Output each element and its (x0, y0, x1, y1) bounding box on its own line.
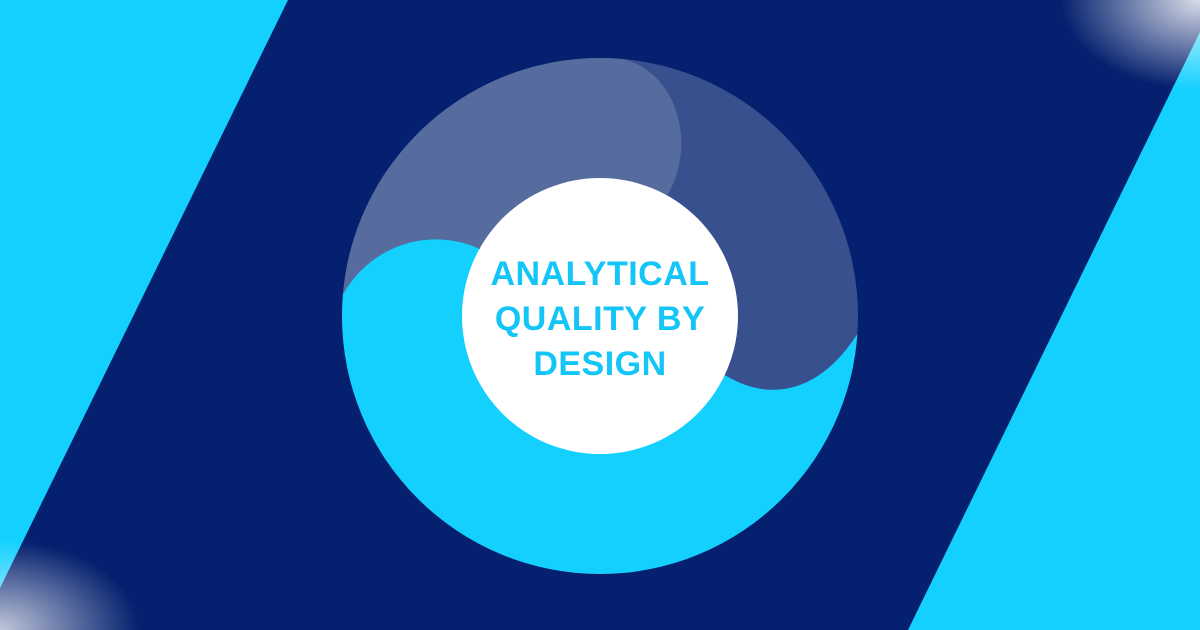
headline-line-3: DESIGN (533, 345, 667, 383)
top-right-glow (1060, 0, 1200, 90)
headline-line-2: QUALITY BY (494, 300, 706, 338)
inner-white-circle (462, 178, 738, 454)
headline-title: ANALYTICAL QUALITY BY DESIGN (462, 252, 738, 387)
headline-line-1: ANALYTICAL (490, 255, 710, 293)
bottom-left-glow (0, 540, 140, 630)
